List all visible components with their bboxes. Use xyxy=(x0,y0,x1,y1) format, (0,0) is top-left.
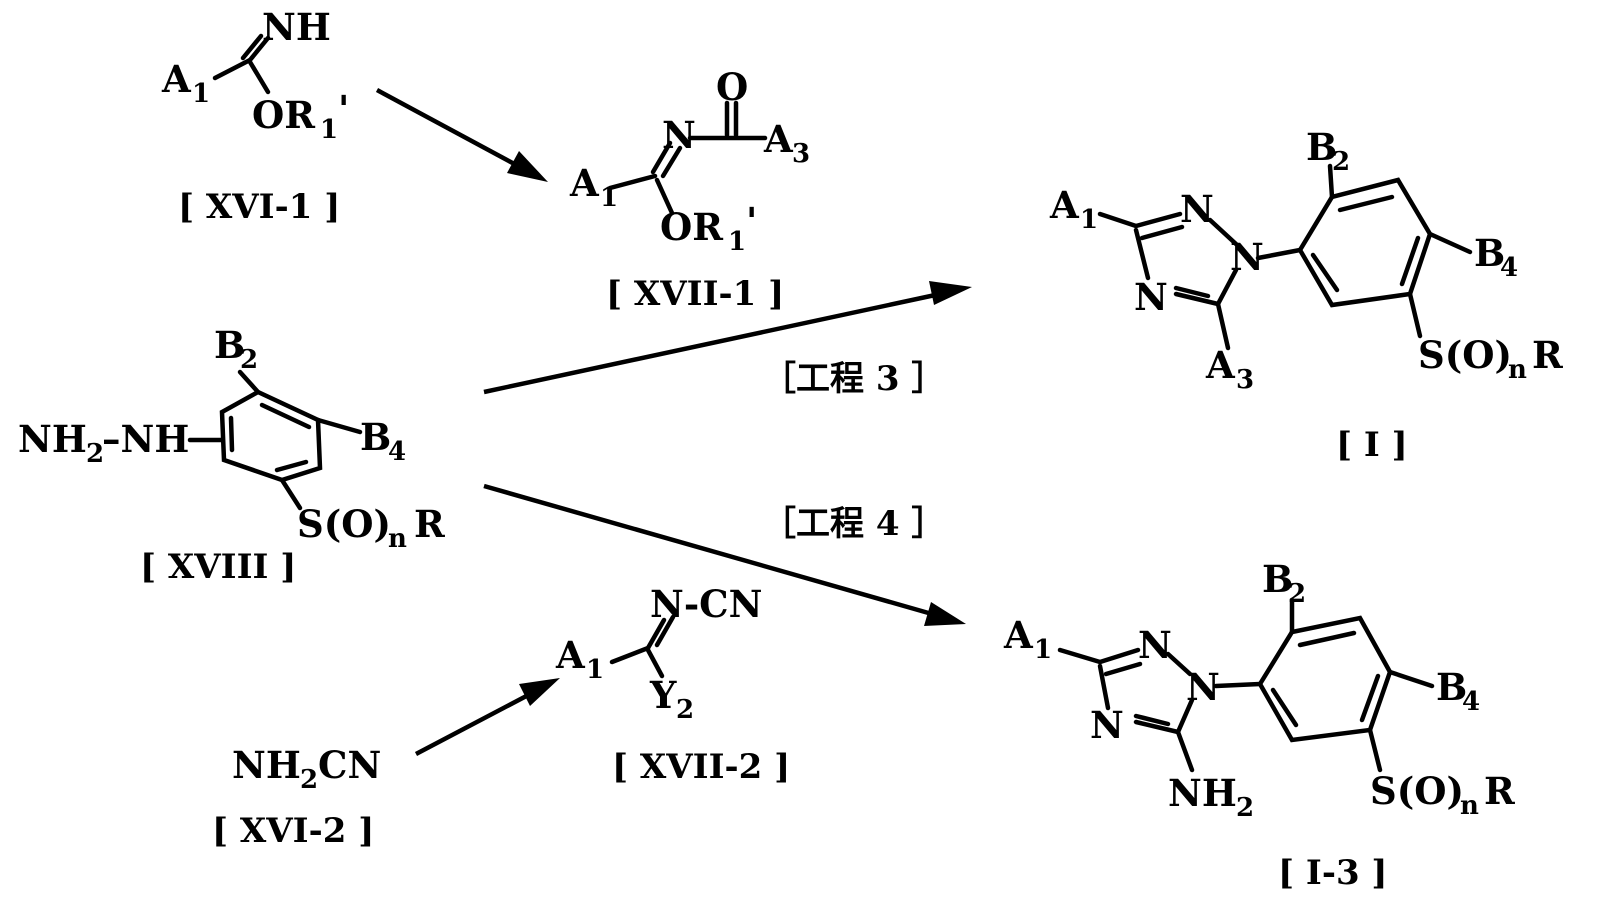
label-xvi-1: [ XVI-1 ] xyxy=(178,187,340,227)
atom-or1-subscript: 1 xyxy=(728,227,746,257)
atom-nh: –NH xyxy=(102,417,189,461)
atom-nh2: NH xyxy=(18,417,87,461)
atom-or1: OR xyxy=(660,205,723,249)
atom-a1: A xyxy=(1003,613,1034,657)
label-xvi-2: [ XVI-2 ] xyxy=(212,811,374,851)
atom-sulfonyl-subscript: n xyxy=(1508,355,1527,385)
atom-a1-subscript: 1 xyxy=(192,79,210,109)
atom-n-aryl: N xyxy=(1186,665,1220,709)
atom-sulfonyl: S(O) xyxy=(297,502,391,546)
atom-n-left: N xyxy=(1090,703,1124,747)
atom-sulfonyl-subscript: n xyxy=(388,524,407,554)
atom-n-cn: N-CN xyxy=(650,582,762,626)
label-i: [ I ] xyxy=(1336,425,1408,465)
arrow-xvi1-to-xvii1 xyxy=(377,90,548,182)
atom-nh: NH xyxy=(262,5,331,49)
label-step-3: ［工程 3 ］ xyxy=(762,359,945,399)
atom-a3: A xyxy=(1205,343,1236,387)
atom-r: R xyxy=(1484,769,1515,813)
atom-sulfonyl: S(O) xyxy=(1370,769,1464,813)
label-step-4: ［工程 4 ］ xyxy=(762,504,945,544)
atom-a1: A xyxy=(1049,183,1080,227)
compound-xvii-1: O N A 3 A 1 OR 1 ' [ XVII-1 ] xyxy=(569,65,810,314)
label-i-3: [ I-3 ] xyxy=(1278,853,1388,893)
atom-r: R xyxy=(414,502,445,546)
atom-or1-prime: ' xyxy=(746,199,757,243)
atom-b4-subscript: 4 xyxy=(1500,253,1518,283)
atom-o: O xyxy=(716,65,748,109)
compound-xviii: B 2 NH 2 –NH B 4 S(O) n R [ XVIII ] xyxy=(18,323,445,587)
atom-a1: A xyxy=(569,161,600,205)
atom-a3-subscript: 3 xyxy=(1236,365,1254,395)
atom-sulfonyl: S(O) xyxy=(1418,333,1512,377)
compound-i-3: A 1 N N N NH 2 B 2 B 4 S(O) n R [ I-3 ] xyxy=(1003,557,1515,893)
label-xviii: [ XVIII ] xyxy=(140,547,296,587)
atom-a1-subscript: 1 xyxy=(1034,635,1052,665)
atom-a1: A xyxy=(161,57,192,101)
atom-cn: CN xyxy=(318,743,381,787)
label-xvii-2: [ XVII-2 ] xyxy=(612,747,790,787)
label-xvii-1: [ XVII-1 ] xyxy=(606,274,784,314)
atom-a1-subscript: 1 xyxy=(586,655,604,685)
atom-or1: OR xyxy=(252,93,315,137)
atom-nh2-subscript: 2 xyxy=(300,765,318,795)
atom-nh2: NH xyxy=(1168,771,1237,815)
atom-b2-subscript: 2 xyxy=(240,345,258,375)
atom-n-top: N xyxy=(1138,623,1172,667)
atom-n-left: N xyxy=(1134,275,1168,319)
atom-b2-subscript: 2 xyxy=(1332,147,1350,177)
atom-nh2-subscript: 2 xyxy=(1236,793,1254,823)
atom-or1-prime: ' xyxy=(338,87,349,131)
atom-a3-subscript: 3 xyxy=(792,139,810,169)
compound-xvi-1: NH A 1 OR 1 ' [ XVI-1 ] xyxy=(161,5,349,227)
atom-b2-subscript: 2 xyxy=(1288,579,1306,609)
atom-or1-subscript: 1 xyxy=(320,115,338,145)
atom-b4-subscript: 4 xyxy=(388,437,406,467)
atom-a3: A xyxy=(763,117,794,161)
atom-b4-subscript: 4 xyxy=(1462,687,1480,717)
atom-n: N xyxy=(662,113,696,157)
atom-sulfonyl-subscript: n xyxy=(1460,791,1479,821)
atom-a1: A xyxy=(555,633,586,677)
atom-r: R xyxy=(1532,333,1563,377)
atom-y2: Y xyxy=(649,673,677,717)
atom-a1-subscript: 1 xyxy=(600,183,618,213)
compound-xvi-2: NH 2 CN [ XVI-2 ] xyxy=(212,743,381,851)
atom-y2-subscript: 2 xyxy=(676,695,694,725)
atom-nh2: NH xyxy=(232,743,301,787)
atom-b4: B xyxy=(360,415,391,459)
atom-n-aryl: N xyxy=(1230,235,1264,279)
atom-n-top: N xyxy=(1180,187,1214,231)
compound-xvii-2: N-CN A 1 Y 2 [ XVII-2 ] xyxy=(555,582,790,787)
compound-i: A 1 N N N A 3 B 2 B 4 S(O) n R [ I ] xyxy=(1049,125,1563,465)
atom-a1-subscript: 1 xyxy=(1080,205,1098,235)
arrow-xvi2-to-xvii2 xyxy=(416,678,560,754)
